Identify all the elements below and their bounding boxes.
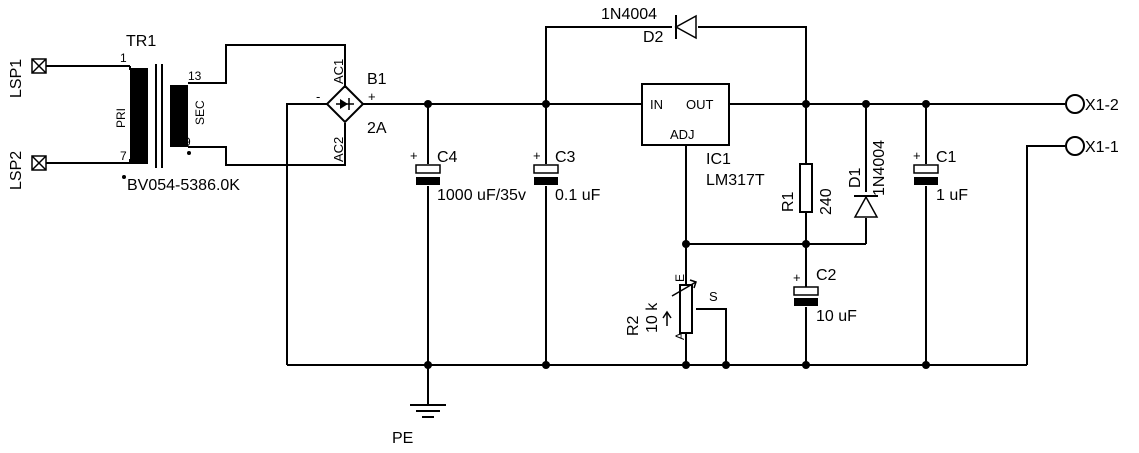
tr1-sec-label: SEC xyxy=(193,100,207,125)
r2-value: 10 k xyxy=(644,302,661,333)
resistor-r1: R1 240 xyxy=(780,163,835,215)
c2-ref: C2 xyxy=(816,267,837,284)
capacitor-c1: + C1 1 uF xyxy=(913,148,968,204)
tr1-ref: TR1 xyxy=(126,33,156,50)
c3-value: 0.1 uF xyxy=(555,187,601,204)
c3-polarity: + xyxy=(533,148,541,163)
r2-pin-s: S xyxy=(709,289,718,304)
r2-pin-a: A xyxy=(673,332,687,340)
ic1-pin-adj: ADJ xyxy=(670,127,695,142)
b1-ref: B1 xyxy=(367,71,387,88)
transformer-tr1: TR1 1 7 13 9 PRI SEC BV054-5386.0K xyxy=(114,33,240,194)
ic1-ref: IC1 xyxy=(706,151,731,168)
ic1-pin-in: IN xyxy=(650,97,663,112)
tr1-pin7: 7 xyxy=(120,149,127,163)
c2-polarity: + xyxy=(793,270,801,285)
diode-d1: D1 1N4004 xyxy=(847,140,888,218)
x1-1-label: X1-1 xyxy=(1085,139,1119,156)
d1-ref: D1 xyxy=(847,167,864,188)
bridge-rectifier-b1: B1 2A AC1 AC2 - + xyxy=(316,59,387,162)
lsp2-label: LSP2 xyxy=(8,151,25,190)
junction-dots xyxy=(424,100,930,369)
c2-value: 10 uF xyxy=(816,308,857,325)
d1-part: 1N4004 xyxy=(871,140,888,196)
b1-minus: - xyxy=(316,89,320,104)
b1-ac2: AC2 xyxy=(331,137,346,162)
ground-pe: PE xyxy=(392,404,446,447)
tr1-pin1: 1 xyxy=(120,51,127,65)
ic1-pin-out: OUT xyxy=(686,97,714,112)
r1-ref: R1 xyxy=(780,191,797,212)
tr1-pin9: 9 xyxy=(184,135,191,149)
c1-polarity: + xyxy=(913,148,921,163)
connector-lsp1: LSP1 xyxy=(8,58,47,98)
terminal-x1-2: X1-2 xyxy=(1065,94,1119,114)
c1-ref: C1 xyxy=(936,149,957,166)
c4-ref: C4 xyxy=(437,149,458,166)
tr1-pin13: 13 xyxy=(188,69,202,83)
regulator-ic1: IN OUT ADJ IC1 LM317T xyxy=(641,83,765,189)
lsp1-label: LSP1 xyxy=(8,59,25,98)
r1-value: 240 xyxy=(818,188,835,215)
diode-d2: 1N4004 D2 xyxy=(601,6,697,46)
x1-2-label: X1-2 xyxy=(1085,97,1119,114)
r2-ref: R2 xyxy=(625,315,642,336)
wires xyxy=(46,26,1065,405)
b1-plus: + xyxy=(368,89,376,104)
ic1-part: LM317T xyxy=(706,172,765,189)
c1-value: 1 uF xyxy=(936,187,968,204)
c3-ref: C3 xyxy=(555,149,576,166)
tr1-part-number: BV054-5386.0K xyxy=(127,177,240,194)
connector-lsp2: LSP2 xyxy=(8,151,47,190)
tr1-pri-label: PRI xyxy=(114,108,128,128)
capacitor-c3: + C3 0.1 uF xyxy=(533,148,601,204)
potentiometer-r2: E S A R2 10 k xyxy=(625,274,718,340)
d2-ref: D2 xyxy=(643,29,664,46)
b1-ac1: AC1 xyxy=(331,59,346,84)
terminal-x1-1: X1-1 xyxy=(1065,136,1119,156)
b1-rating: 2A xyxy=(367,120,387,137)
capacitor-c4: + C4 1000 uF/35v xyxy=(410,148,526,204)
d2-part: 1N4004 xyxy=(601,6,657,23)
c4-polarity: + xyxy=(410,148,418,163)
r2-pin-e: E xyxy=(673,274,687,282)
capacitor-c2: + C2 10 uF xyxy=(793,267,857,325)
c4-value: 1000 uF/35v xyxy=(437,187,526,204)
ground-label: PE xyxy=(392,430,413,447)
